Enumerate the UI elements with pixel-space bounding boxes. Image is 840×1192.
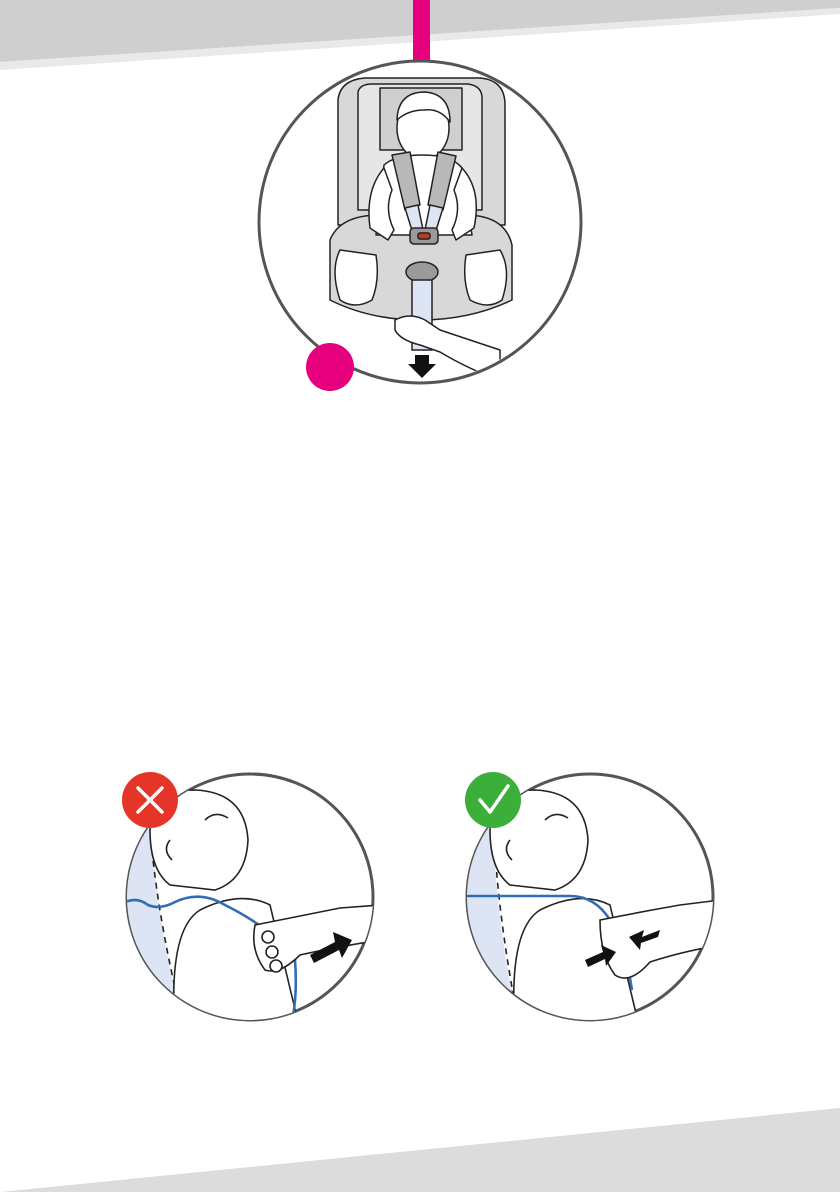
cross-icon: [122, 772, 178, 828]
check-icon: [465, 772, 521, 828]
arrow-right-icon: [585, 945, 616, 967]
arrow-left-icon: [629, 930, 660, 950]
arrow-right-icon: [310, 932, 352, 963]
incorrect-illustration: [120, 772, 380, 1030]
correct-illustration: [460, 772, 720, 1030]
step-illustration: [0, 0, 840, 400]
magenta-dot-icon: [306, 343, 354, 391]
